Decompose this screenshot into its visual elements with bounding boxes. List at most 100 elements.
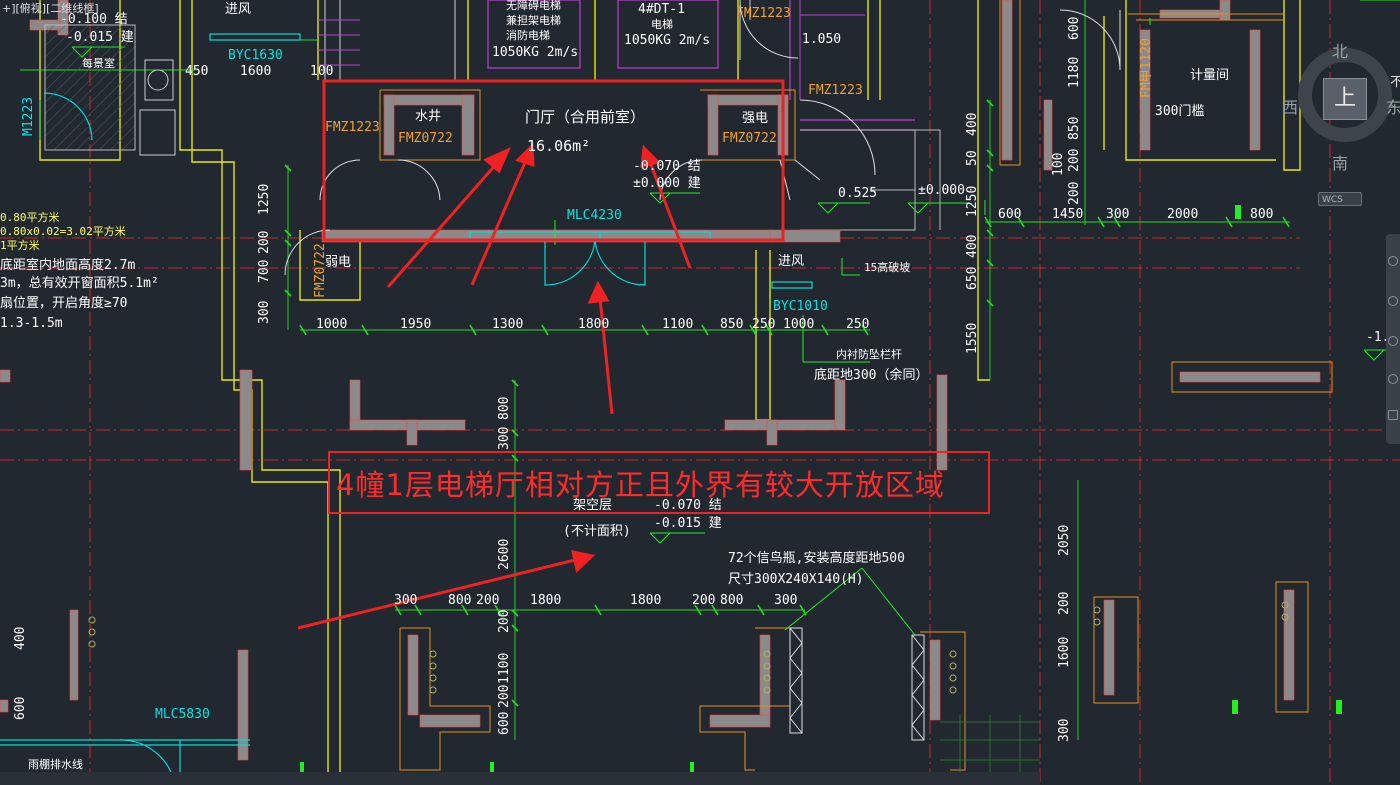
elevator1-line3: 消防电梯 (506, 29, 550, 42)
bird-note-2: 尺寸300X240X140(H) (728, 572, 864, 587)
edge-char: 不 (1390, 75, 1400, 90)
sanitary-fixtures (139, 59, 176, 156)
bottom-left-note: 雨棚排水线 (28, 758, 83, 771)
dim-vertical-lower-right: 2050 (1057, 524, 1072, 556)
dim-vertical-far: 850 (1067, 116, 1082, 140)
window-mlc5830: MLC5830 (155, 707, 210, 722)
stilt-level-arch: -0.015 建 (654, 516, 722, 531)
toilet-level-struct: -0.100 结 (60, 12, 128, 27)
weak-room-label: 弱电 (325, 255, 352, 270)
viewcube-north[interactable]: 北 (1332, 42, 1349, 61)
dim-row-right: 2000 (1167, 207, 1199, 222)
meter-room-label: 计量间 (1190, 68, 1230, 83)
viewcube-west[interactable]: 西 (1282, 98, 1299, 117)
dim-row1: 1000 (783, 317, 815, 332)
dim-vertical-far: 1180 (1067, 56, 1082, 88)
bird-bottle-grids (789, 627, 925, 741)
level-1050: 1.050 (802, 32, 842, 47)
dim-top-left: 450 (185, 64, 209, 79)
dim-row1: 250 (752, 317, 776, 332)
lobby-level-arch: ±0.000 建 (633, 176, 701, 191)
toilet-hatch (44, 24, 136, 151)
elevator1-line2: 兼担架电梯 (506, 14, 561, 27)
dim-row-right: 300 (1106, 207, 1130, 222)
sill-note: 底距地300（余同） (814, 368, 929, 383)
dim-vertical-mid: 200 (497, 609, 512, 633)
dim-vertical-far: 600 (1067, 16, 1082, 40)
toilet-level-arch: -0.015 建 (66, 30, 134, 45)
dim-vertical-right: 1550 (965, 322, 980, 354)
dim-vertical-lower-right: 300 (1057, 718, 1072, 742)
dim-row1: 850 (720, 317, 744, 332)
dim-row1: 250 (846, 317, 870, 332)
dim-vertical-left: 200 (257, 230, 272, 254)
dim-vertical-far: 200 (1067, 181, 1082, 205)
threshold-label: 300门槛 (1155, 104, 1205, 119)
dim-vertical-right: 400 (965, 234, 980, 258)
elevator2-name: 4#DT-1 (638, 2, 685, 17)
water-shaft-label: 水井 (415, 109, 442, 124)
dim-vertical-far: 100 (1051, 152, 1066, 176)
navigation-bar[interactable] (1386, 234, 1400, 444)
dim-row2: 1800 (630, 593, 662, 608)
dim-vertical-mid: 300 (497, 426, 512, 450)
door-fm1120: FM甲1120 (1139, 38, 1154, 98)
pan-icon[interactable] (1388, 296, 1398, 306)
dim-row-right: 1450 (1052, 207, 1084, 222)
window-mlc4230: MLC4230 (567, 208, 622, 223)
dim-misc: 400 (13, 626, 28, 650)
viewcube-east[interactable]: 东 (1386, 98, 1400, 117)
dim-row2: 1800 (530, 593, 562, 608)
viewcube[interactable]: 上 北 南 西 东 (1282, 38, 1400, 173)
dim-misc: 600 (13, 696, 28, 720)
left-note-5: 3m，总有效开窗面积5.1m² (0, 276, 159, 291)
stilt-note-label: (不计面积) (563, 524, 631, 539)
ground-grid (940, 715, 1040, 772)
orbit-icon[interactable] (1388, 374, 1398, 384)
dimension-ticks (284, 99, 1290, 707)
viewport-title[interactable]: +][俯视][二维线框] (2, 2, 99, 15)
left-note-6: 扇位置，开启角度≥70 (0, 296, 128, 311)
annotation-text: 4幢1层电梯厅相对方正且外界有较大开放区域 (336, 468, 945, 502)
door-fmz0722-weak: FMZ0722 (313, 243, 328, 298)
elevator2-type: 电梯 (651, 18, 673, 31)
dim-row2: 800 (720, 593, 744, 608)
dim-vertical-mid: 2600 (497, 538, 512, 570)
level-0525: 0.525 (838, 186, 878, 201)
planters (88, 601, 1289, 694)
full-navigation-wheel-icon[interactable] (1388, 256, 1398, 266)
dim-vertical-right: 50 (965, 150, 980, 166)
stilt-floor-label: 架空层 (573, 498, 613, 513)
dim-row1: 1300 (492, 317, 524, 332)
dim-vertical-lower-right: 1600 (1057, 636, 1072, 668)
viewcube-south[interactable]: 南 (1332, 154, 1349, 173)
air-in-top-label: 进风 (225, 2, 252, 17)
wcs-dropdown[interactable]: WCS (1318, 192, 1362, 206)
dim-row1: 1100 (662, 317, 694, 332)
viewcube-top-face[interactable]: 上 (1323, 78, 1367, 120)
dim-vertical-mid: 600 (497, 711, 512, 735)
railing-note: 内衬防坠栏杆 (836, 348, 902, 361)
left-note-1: 0.80平方米 (0, 211, 60, 224)
elevator1-load: 1050KG 2m/s (492, 45, 579, 60)
slope-label: 15高破坡 (864, 261, 911, 274)
showmotion-icon[interactable] (1388, 410, 1398, 420)
dim-row1: 1950 (400, 317, 432, 332)
dim-row2: 300 (394, 593, 418, 608)
lobby-outline (800, 129, 941, 231)
dim-vertical-mid: 200 (497, 684, 512, 708)
left-note-7: 1.3-1.5m (0, 316, 63, 331)
level-000: ±0.000 (918, 183, 965, 198)
annotation-box (328, 451, 990, 514)
dim-vertical-left: 700 (257, 259, 272, 283)
dim-row1: 1800 (578, 317, 610, 332)
dim-vertical-left: 300 (257, 300, 272, 324)
status-strip (0, 772, 1040, 785)
dim-vertical-far: 200 (1067, 148, 1082, 172)
lobby-highlight (322, 79, 785, 242)
zoom-icon[interactable] (1388, 336, 1398, 346)
stilt-level-struct: -0.070 结 (654, 498, 722, 513)
dim-row2: 800 (448, 593, 472, 608)
lobby-name: 门厅（合用前室） (525, 108, 646, 126)
